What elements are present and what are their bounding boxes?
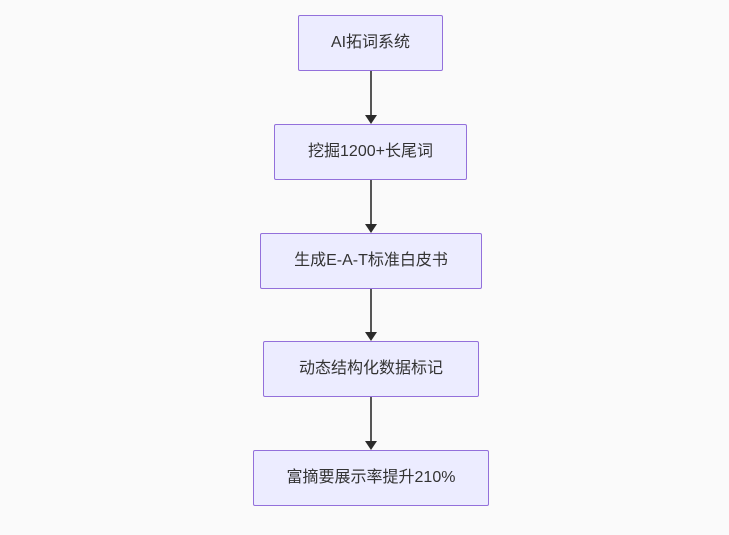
node-label: 动态结构化数据标记 bbox=[298, 360, 443, 377]
flowchart-edge-2 bbox=[364, 180, 378, 233]
flowchart-edge-4 bbox=[364, 397, 378, 450]
flowchart-node-eat-whitepaper: 生成E-A-T标准白皮书 bbox=[260, 233, 482, 289]
node-label: 挖掘1200+长尾词 bbox=[308, 143, 433, 160]
flowchart-node-rich-snippet-result: 富摘要展示率提升210% bbox=[253, 450, 489, 506]
edge-line bbox=[370, 71, 372, 118]
flowchart-edge-1 bbox=[364, 71, 378, 124]
arrowhead-down-icon bbox=[365, 115, 377, 124]
flowchart-node-ai-word-system: AI拓词系统 bbox=[298, 15, 443, 71]
arrowhead-down-icon bbox=[365, 332, 377, 341]
arrowhead-down-icon bbox=[365, 441, 377, 450]
flowchart-node-longtail-mining: 挖掘1200+长尾词 bbox=[274, 124, 467, 180]
flowchart-edge-3 bbox=[364, 289, 378, 341]
node-label: 富摘要展示率提升210% bbox=[286, 469, 456, 486]
edge-line bbox=[370, 180, 372, 227]
edge-line bbox=[370, 397, 372, 444]
flowchart-node-structured-data-markup: 动态结构化数据标记 bbox=[263, 341, 479, 397]
edge-line bbox=[370, 289, 372, 335]
node-label: AI拓词系统 bbox=[330, 34, 411, 51]
arrowhead-down-icon bbox=[365, 224, 377, 233]
node-label: 生成E-A-T标准白皮书 bbox=[294, 252, 448, 269]
